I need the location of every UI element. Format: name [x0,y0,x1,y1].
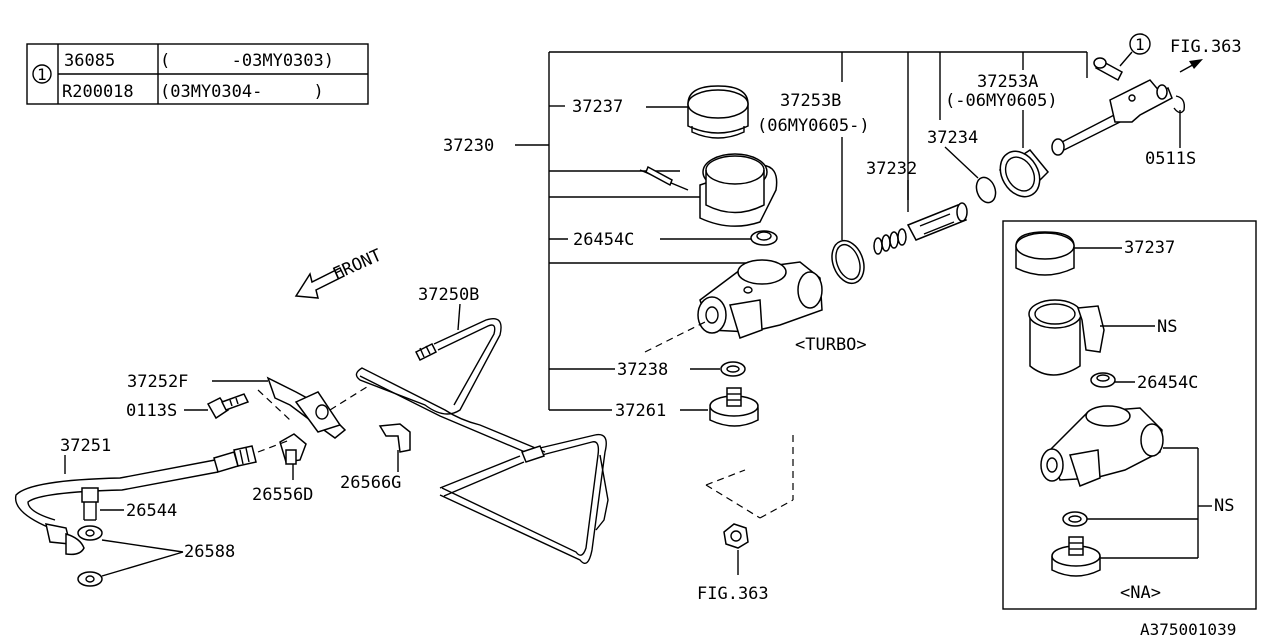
fig363-bottom-ref: FIG.363 [697,435,794,604]
label-37232: 37232 [866,159,917,179]
label-26566g: 26566G [340,473,401,493]
inset-label-ns2: NS [1214,496,1234,516]
label-0113s: 0113S [126,401,177,421]
label-turbo: <TURBO> [795,335,867,355]
gasket-37238 [720,361,746,377]
grommet-26454c [750,230,778,246]
label-37238: 37238 [617,360,668,380]
label-37253a: 37253A [977,72,1038,92]
clevis-pin: 1 [1093,33,1151,82]
label-37251: 37251 [60,436,111,456]
bolt-26544: 26544 [81,487,177,521]
label-26454c: 26454C [573,230,634,250]
label-37252f: 37252F [127,372,188,392]
washers-26588: 26588 [77,525,235,587]
clip-26566g: 26566G [340,423,411,493]
inset-label-na: <NA> [1120,583,1161,603]
na-inset: 37237 NS 26454C NS <NA> [1002,220,1257,610]
diagram-code: A375001039 [1140,620,1236,639]
legend-range-1: ( -03MY0303) [160,51,334,71]
o-ring-37253b [831,239,865,285]
ref-circle [1129,33,1151,55]
ring-37234 [975,176,997,204]
front-indicator: FRONT [294,245,385,299]
label-26544: 26544 [126,501,177,521]
label-37237: 37237 [572,97,623,117]
label-0511s: 0511S [1145,149,1196,169]
reservoir-body [639,153,778,227]
label-26556d: 26556D [252,485,313,505]
label-fig363-bottom: FIG.363 [697,584,769,604]
legend-marker-circle [32,64,52,84]
clutch-pipe-37250b: 37250B [355,285,609,564]
inset-label-ns1: NS [1157,317,1177,337]
clip-26556d: 26556D [252,433,313,505]
label-37230: 37230 [443,136,494,156]
legend-part-2: R200018 [62,82,134,102]
legend-marker: 1 [37,65,47,84]
label-37253b-range: (06MY0605-) [757,116,870,136]
bracket-37252f: 37252F [127,372,371,439]
union-37261 [709,387,759,427]
reservoir-cap-37237 [687,85,749,139]
clutch-hose-37251: 37251 [14,436,291,556]
assembly-bracket [515,51,1088,411]
inset-label-26454c: 26454C [1137,373,1198,393]
master-cylinder-body [644,259,823,353]
label-front: FRONT [330,245,385,284]
label-37253a-range: (-06MY0605) [945,91,1058,111]
clip-0511s: 0511S [1145,95,1196,169]
legend-part-1: 36085 [64,51,115,71]
boot-37253a [998,148,1050,198]
bolt-0113s: 0113S [126,393,250,421]
label-37261: 37261 [615,401,666,421]
label-37253b: 37253B [780,91,841,111]
label-fig363-top: FIG.363 [1170,37,1242,57]
legend-range-2: (03MY0304- ) [160,82,324,102]
push-rod [1051,79,1173,156]
inset-label-37237: 37237 [1124,238,1175,258]
label-26588: 26588 [184,542,235,562]
label-37234: 37234 [927,128,978,148]
label-37250b: 37250B [418,285,479,305]
ref-circle-number: 1 [1135,35,1145,54]
legend-table: 1 36085 ( -03MY0303) R200018 (03MY0304- … [26,43,369,105]
fig363-top-ref: FIG.363 [1170,37,1242,73]
spring-piston-37232 [873,202,968,255]
